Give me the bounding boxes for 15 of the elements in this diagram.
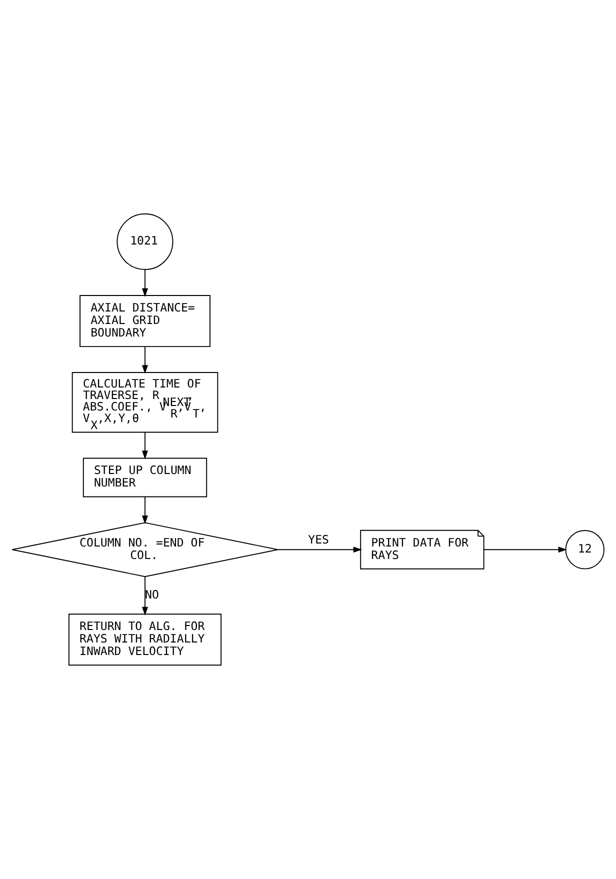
arrow [142, 576, 148, 616]
arrow [483, 546, 567, 553]
edge-label: NO [144, 587, 159, 602]
node-circle: 12 [565, 530, 604, 570]
arrow [142, 269, 148, 297]
edge-label: YES [308, 532, 330, 546]
arrow [142, 496, 148, 524]
arrow [277, 546, 362, 553]
node-box: STEP UP COLUMN NUMBER [82, 458, 208, 498]
node-box: RETURN TO ALG. FOR RAYS WITH RADIALLY INWARD VELOCITY [68, 614, 222, 666]
node-box: AXIAL DISTANCE= AXIAL GRID BOUNDARY [80, 295, 210, 348]
node-diamond: COLUMN NO. =END OF COL. [12, 522, 278, 578]
node-circle: 1021 [116, 213, 174, 270]
arrow [142, 346, 148, 374]
arrow [142, 432, 148, 460]
